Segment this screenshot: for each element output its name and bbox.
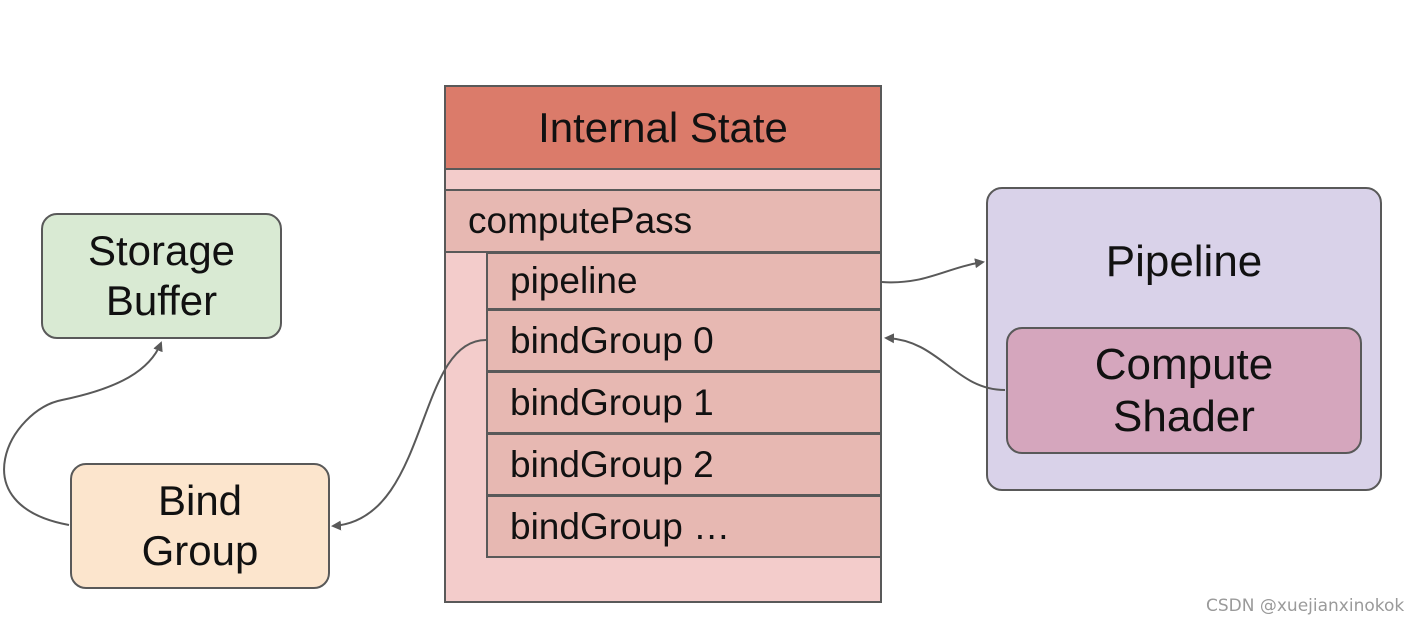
bindgroup-1-label: bindGroup 1 <box>510 381 714 423</box>
watermark-text: CSDN @xuejianxinokok <box>1206 596 1405 616</box>
compute-pass-label: computePass <box>468 200 693 241</box>
pipeline-row: pipeline <box>486 252 882 310</box>
bindgroup-more-row: bindGroup … <box>486 495 882 558</box>
bind-group-label-line1: Bind <box>157 477 243 525</box>
bindgroup-2-label: bindGroup 2 <box>510 443 714 485</box>
pipeline-row-label: pipeline <box>510 260 638 301</box>
bindgroup-more-label: bindGroup … <box>510 505 731 547</box>
bind-group-label-line2: Group <box>141 527 259 574</box>
internal-state-title: Internal State <box>538 103 788 151</box>
bindgroup-2-row: bindGroup 2 <box>486 433 882 496</box>
pipeline-title: Pipeline <box>1105 237 1263 286</box>
arrow-pipeline-to-pipeline-node <box>881 258 985 284</box>
storage-buffer-node: Storage Buffer <box>41 213 282 339</box>
compute-shader-node: Compute Shader <box>1006 327 1362 454</box>
bindgroup-0-row: bindGroup 0 <box>486 309 882 372</box>
bindgroup-1-row: bindGroup 1 <box>486 371 882 434</box>
internal-state-header: Internal State <box>444 85 882 170</box>
compute-shader-label-line1: Compute <box>1094 339 1274 389</box>
compute-shader-label-line2: Shader <box>1113 391 1255 441</box>
storage-buffer-label-line1: Storage <box>87 227 236 275</box>
bind-group-node: Bind Group <box>70 463 330 589</box>
bindgroup-0-label: bindGroup 0 <box>510 319 714 361</box>
compute-pass-row: computePass <box>444 189 882 253</box>
storage-buffer-label-line2: Buffer <box>105 277 218 324</box>
